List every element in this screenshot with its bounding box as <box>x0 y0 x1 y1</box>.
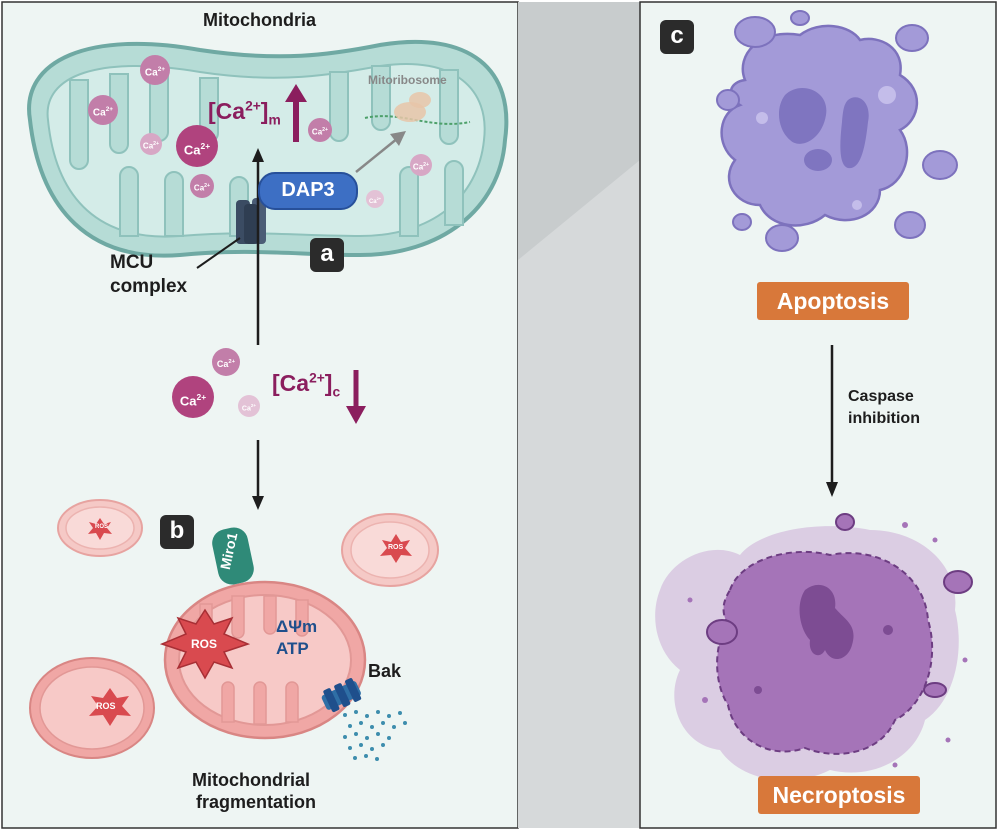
cytochrome-dots <box>343 710 407 761</box>
fragmentation-label-line1: Mitochondrial <box>192 770 310 790</box>
calcium-ion: Ca2+ <box>238 395 260 417</box>
ros-label-tiny: ROS <box>95 524 109 530</box>
bak-label: Bak <box>368 661 402 681</box>
caspase-label-line1: Caspase <box>848 388 914 405</box>
calcium-ion: Ca2+ <box>366 190 384 208</box>
ca-cyto-label: [Ca2+]c <box>272 370 341 400</box>
necroptotic-cell <box>655 513 973 781</box>
panel-tag-c: c <box>660 20 694 54</box>
atp-label: ATP <box>276 639 309 658</box>
panel-tag-a: a <box>310 238 344 272</box>
ros-label-tiny: ROS <box>388 544 404 551</box>
title-mitochondria: Mitochondria <box>203 10 316 30</box>
ros-label: ROS <box>191 637 218 651</box>
dap3-label: DAP3 <box>258 172 358 210</box>
apoptosis-label: Apoptosis <box>757 282 909 320</box>
delta-psi-label: ΔΨm <box>276 617 318 636</box>
calcium-ion: Ca2+ <box>88 95 118 125</box>
ros-burst-large <box>159 608 251 680</box>
dap3-text: DAP3 <box>281 179 335 201</box>
calcium-ion: Ca2+ <box>140 55 170 85</box>
apoptotic-cell <box>716 10 958 252</box>
fragmented-mitochondria <box>29 499 439 759</box>
mcu-complex <box>236 198 266 244</box>
calcium-ion: Ca2+ <box>190 174 214 198</box>
calcium-ion: Ca2+ <box>172 376 214 418</box>
ros-label-small: ROS <box>96 701 116 711</box>
fragmentation-label-line2: fragmentation <box>196 792 317 812</box>
necroptosis-label: Necroptosis <box>758 776 920 814</box>
calcium-ion: Ca2+ <box>308 118 332 142</box>
panel-tag-b: b <box>160 515 194 549</box>
mcu-label-line1: MCU <box>110 252 154 273</box>
calcium-ion: Ca2+ <box>212 348 240 376</box>
calcium-ion: Ca2+ <box>176 125 218 167</box>
mcu-pointer-line <box>196 237 241 269</box>
calcium-ion: Ca2+ <box>410 154 432 176</box>
caspase-label-line2: inhibition <box>848 410 920 427</box>
zoom-connector-shade <box>518 2 640 260</box>
mcu-label-line2: complex <box>110 276 188 297</box>
calcium-ion: Ca2+ <box>140 133 162 155</box>
ca-mito-label: [Ca2+]m <box>208 98 281 128</box>
mitoribosome-label: Mitoribosome <box>368 73 447 87</box>
mitochondrion-large <box>27 39 509 258</box>
miro1-protein <box>212 527 254 585</box>
bak-channel <box>321 678 362 713</box>
